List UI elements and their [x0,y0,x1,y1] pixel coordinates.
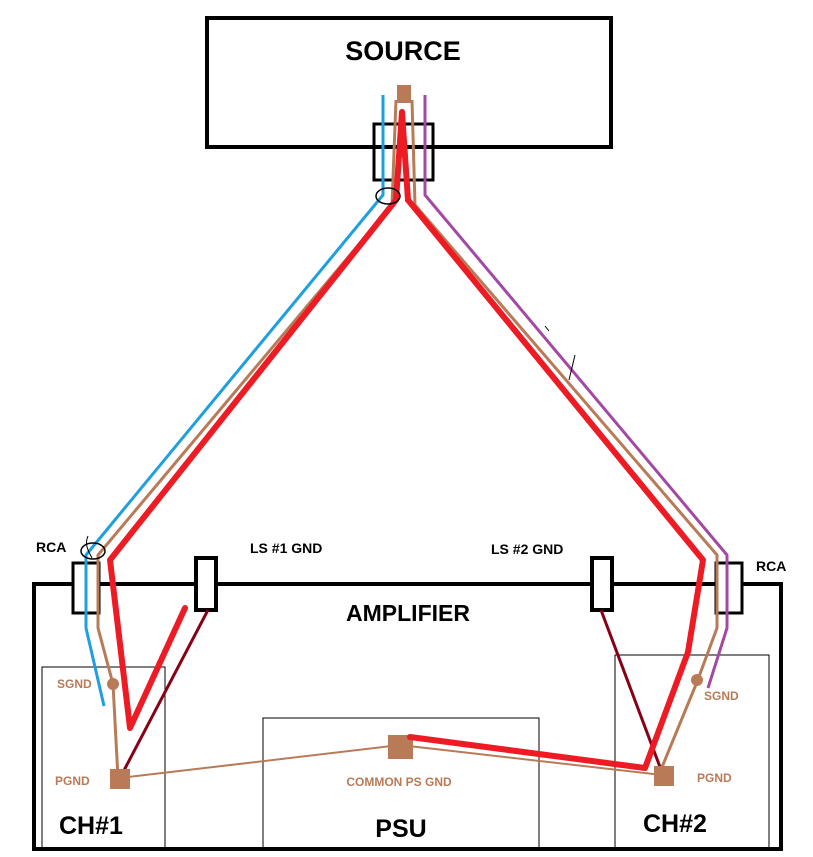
rca-label-right: RCA [756,558,786,574]
source-ground-node [397,85,411,103]
ch1-box [41,666,166,850]
ink-mark-3 [544,325,550,332]
rca-jack-right [714,561,744,615]
pgnd-node-left [110,769,130,789]
sgnd-node-right [691,674,703,686]
ch1-label: CH#1 [59,812,123,840]
right-signal-wire [423,95,729,689]
ls2-gnd-post [590,556,614,612]
left-interconnect [84,95,398,779]
rca-label-left: RCA [36,539,66,555]
ink-mark-1 [86,535,93,559]
psu-label: PSU [375,815,426,843]
pgnd-label-right: PGND [697,771,732,785]
shield-marker-source [375,187,401,205]
ls2-gnd-label: LS #2 GND [491,541,563,557]
ls1-gnd-label: LS #1 GND [250,540,322,556]
shield-marker-rca-left [80,542,106,560]
ls1-gnd-post [194,556,218,612]
amplifier-label: AMPLIFIER [346,600,470,626]
ls1-ground-wire [118,609,210,779]
pgnd-node-right [654,766,674,786]
sgnd-label-left: SGND [57,677,92,691]
psu-box [262,717,540,850]
common-ps-gnd-label: COMMON PS GND [346,775,452,789]
left-signal-wire [84,95,385,707]
ch2-box [614,654,770,850]
source-box [205,16,613,149]
right-interconnect [410,95,729,773]
left-shield-wire [96,99,398,779]
ground-loop-path [107,109,706,771]
ch2-label: CH#2 [643,810,707,838]
right-shield-wire [410,99,719,773]
ink-mark-2 [568,354,576,381]
sgnd-label-right: SGND [704,689,739,703]
pgnd-label-left: PGND [55,774,90,788]
source-label: SOURCE [345,36,461,66]
psu-ground-wires [119,744,663,779]
sgnd-node-left [107,678,119,690]
